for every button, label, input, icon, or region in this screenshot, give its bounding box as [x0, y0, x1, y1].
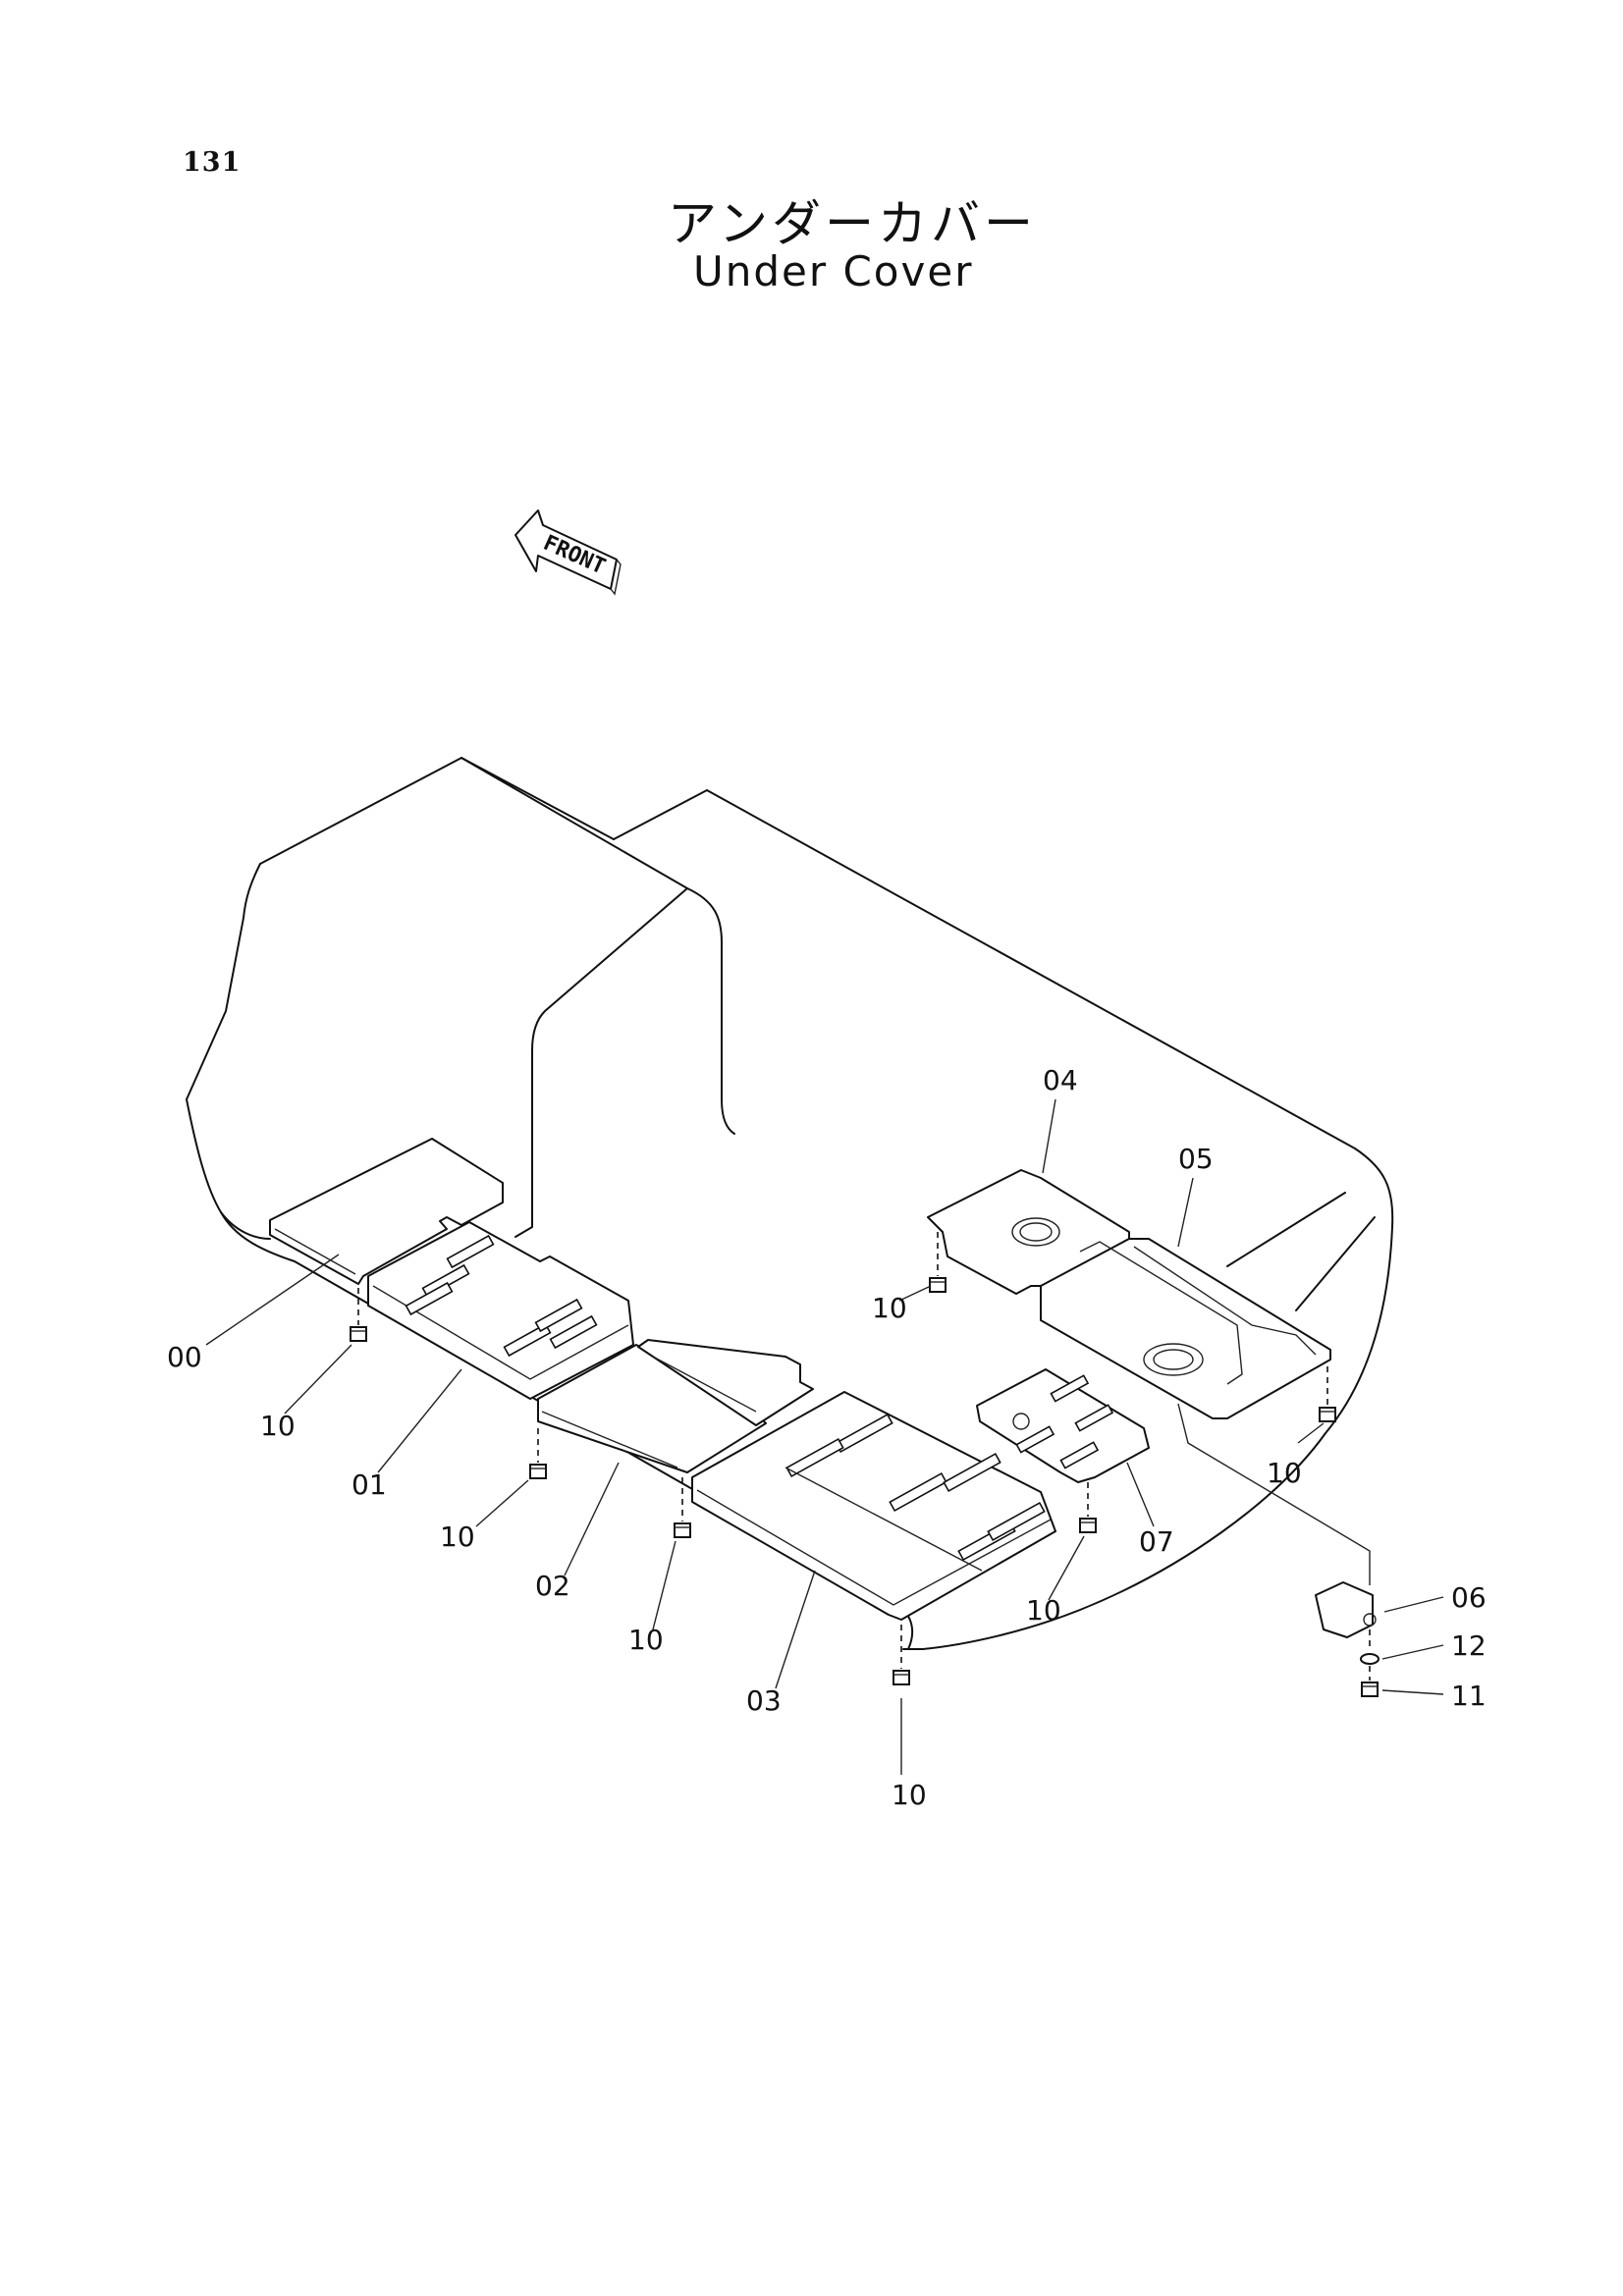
bolt-icon [893, 1670, 910, 1685]
bolt-icon [674, 1522, 691, 1538]
callout-02: 02 [535, 1570, 570, 1602]
leader-lines [205, 1098, 1444, 1775]
callout-labels: 00 10 01 10 02 10 03 10 10 04 05 07 10 1… [167, 1064, 1487, 1811]
front-arrow-icon: FRONT [514, 509, 622, 596]
part-01-cover-plate [367, 1221, 634, 1400]
callout-10: 10 [872, 1292, 907, 1324]
machine-body-outline [186, 757, 1394, 1650]
bolts [350, 1232, 1380, 1697]
callout-04: 04 [1043, 1064, 1078, 1096]
bolt-icon [350, 1326, 367, 1342]
callout-10: 10 [892, 1779, 927, 1811]
bolt-icon [929, 1277, 947, 1293]
bolt-icon [1079, 1518, 1097, 1533]
bolt-icon [529, 1464, 547, 1479]
callout-06: 06 [1451, 1581, 1487, 1614]
callout-11: 11 [1451, 1680, 1487, 1712]
callout-03: 03 [746, 1684, 782, 1717]
bolt-icon [1319, 1407, 1336, 1422]
callout-10: 10 [260, 1410, 296, 1442]
callout-12: 12 [1451, 1629, 1487, 1662]
callout-05: 05 [1178, 1143, 1214, 1175]
part-06-plate [1315, 1581, 1377, 1638]
title-japanese: アンダーカバー [668, 195, 1037, 252]
callout-10: 10 [628, 1624, 664, 1656]
washer-icon [1360, 1653, 1380, 1665]
callout-01: 01 [352, 1468, 387, 1501]
page-number: 131 [183, 147, 242, 178]
bolt-icon [1361, 1682, 1379, 1697]
callout-10: 10 [1026, 1594, 1061, 1627]
part-05-cover-plate [1040, 1238, 1331, 1419]
title-english: Under Cover [693, 247, 974, 295]
part-02-cover-plate [537, 1339, 814, 1473]
callout-10: 10 [440, 1521, 475, 1553]
callout-07: 07 [1139, 1525, 1174, 1558]
part-07-cover-plate [976, 1368, 1150, 1483]
part-00-cover-plate [269, 1138, 504, 1285]
callout-10: 10 [1267, 1457, 1302, 1489]
callout-00: 00 [167, 1341, 202, 1373]
part-03-cover-plate [691, 1391, 1056, 1621]
